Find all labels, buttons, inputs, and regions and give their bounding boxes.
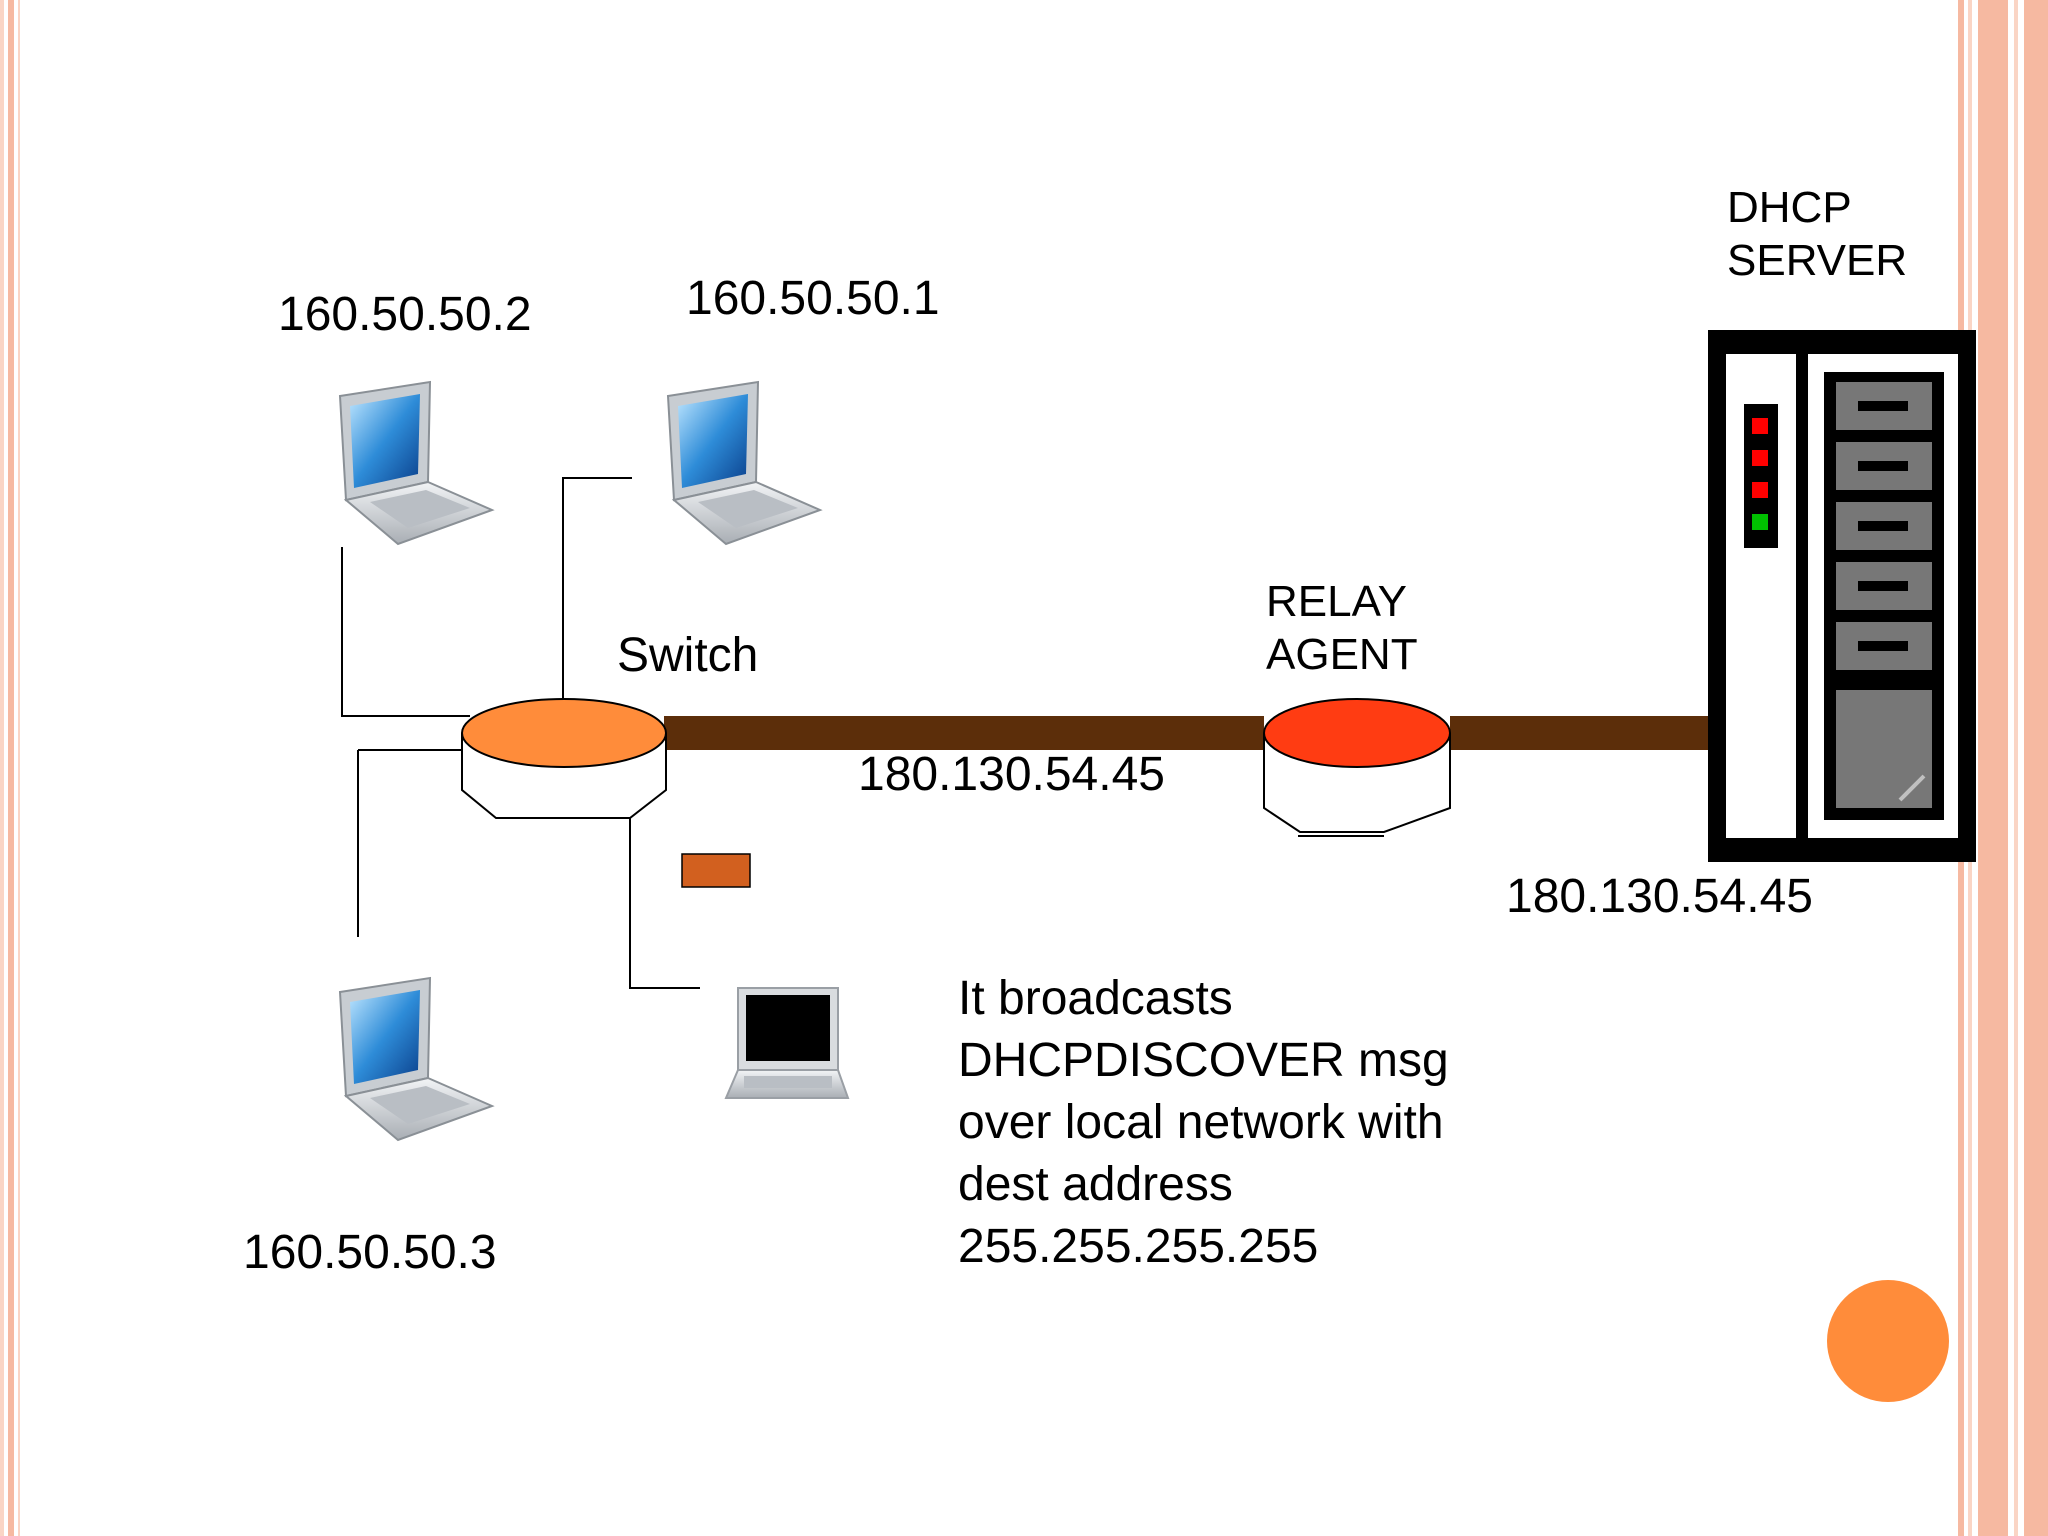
dhcp-server-label-line2: SERVER xyxy=(1727,235,1908,285)
link-switch-relay xyxy=(664,716,1264,750)
broadcast-message-line: 255.255.255.255 xyxy=(958,1220,1319,1273)
link-ip-right-label: 180.130.54.45 xyxy=(1506,870,1813,923)
broadcast-message-line: DHCPDISCOVER msg xyxy=(958,1034,1449,1087)
dhcp-server-icon xyxy=(1708,330,1976,862)
relay-agent-label: RELAY AGENT xyxy=(1266,576,1418,682)
slide-border-left xyxy=(0,0,20,1536)
relay-agent-label-line2: AGENT xyxy=(1266,629,1418,679)
dhcp-server-label: DHCP SERVER xyxy=(1727,182,1907,288)
switch-connection-lines xyxy=(341,477,700,989)
laptop-broadcasting-icon xyxy=(724,987,850,1099)
switch-icon xyxy=(461,698,667,819)
broadcast-message-line: over local network with xyxy=(958,1096,1444,1149)
link-ip-middle-label: 180.130.54.45 xyxy=(858,748,1165,801)
broadcast-message-line: It broadcasts xyxy=(958,972,1233,1025)
relay-agent-label-line1: RELAY xyxy=(1266,577,1408,626)
accent-circle xyxy=(1827,1280,1949,1402)
laptop-top-right-icon xyxy=(666,380,823,546)
laptop-bottom-left-icon xyxy=(338,976,495,1142)
dhcp-server-label-line1: DHCP xyxy=(1727,183,1852,232)
relay-agent-router-icon xyxy=(1263,698,1451,837)
laptop-bottom-left-ip-label: 160.50.50.3 xyxy=(243,1226,497,1279)
laptop-top-left-ip-label: 160.50.50.2 xyxy=(278,288,532,341)
link-relay-server xyxy=(1450,716,1710,750)
packet-icon xyxy=(681,853,751,888)
laptop-top-right-ip-label: 160.50.50.1 xyxy=(686,272,940,325)
switch-label: Switch xyxy=(617,629,759,682)
broadcast-message-line: dest address xyxy=(958,1158,1233,1211)
laptop-top-left-icon xyxy=(338,380,495,546)
broadcast-message: It broadcasts DHCPDISCOVER msg over loca… xyxy=(958,968,1449,1278)
